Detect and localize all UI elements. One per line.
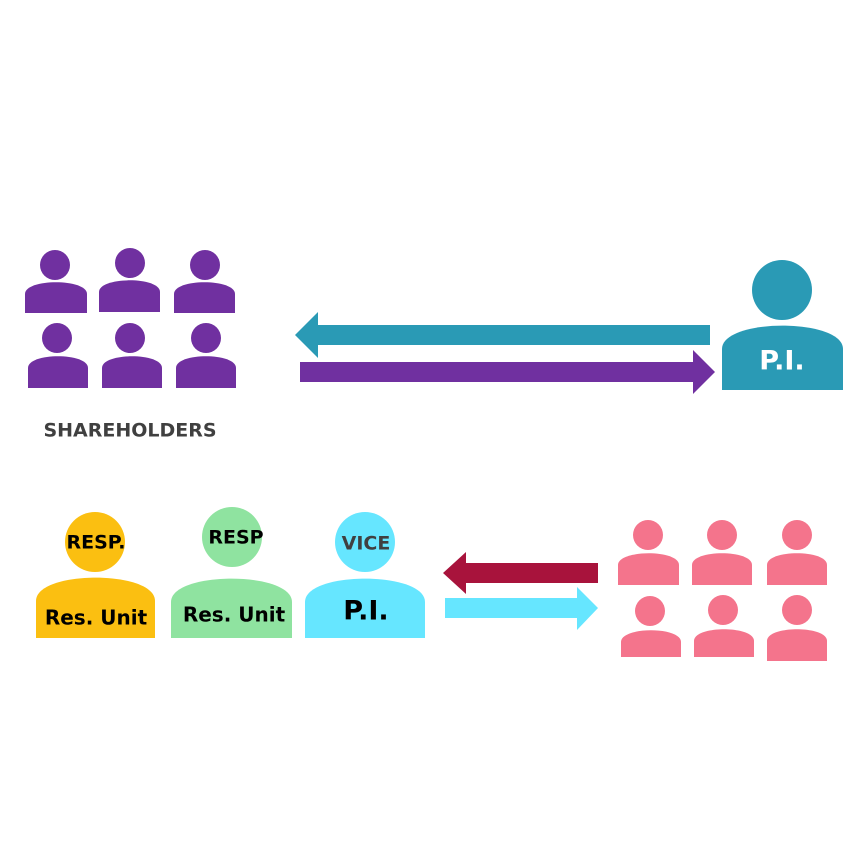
group-person-2 — [692, 520, 752, 585]
person-head — [42, 323, 72, 353]
team-0-body-label: Res. Unit — [45, 606, 148, 630]
person-head — [752, 260, 812, 320]
person-body — [767, 553, 827, 585]
arrow-right-to-pi — [300, 350, 715, 394]
person-head — [191, 323, 221, 353]
group-person-3 — [767, 520, 827, 585]
person-body — [174, 282, 235, 313]
person-body — [99, 280, 160, 312]
person-head — [782, 595, 812, 625]
person-body — [36, 577, 155, 638]
group-person-1 — [618, 520, 679, 585]
group-person-6 — [767, 595, 827, 661]
person-head — [635, 596, 665, 626]
person-body — [25, 282, 87, 313]
person-body — [102, 356, 162, 388]
person-head — [633, 520, 663, 550]
arrow-left-to-shareholders — [295, 312, 710, 358]
person-body — [767, 629, 827, 661]
person-head — [782, 520, 812, 550]
team-2-body-label: P.I. — [343, 596, 388, 627]
shareholder-person-6 — [176, 323, 236, 388]
shareholder-person-2 — [99, 248, 160, 312]
person-head — [707, 520, 737, 550]
person-head — [115, 248, 145, 278]
person-body — [28, 356, 88, 388]
person-body — [621, 630, 681, 657]
person-body — [694, 629, 754, 657]
team-1-body-label: Res. Unit — [183, 603, 286, 627]
shareholder-person-5 — [102, 323, 162, 388]
person-body — [618, 553, 679, 585]
person-head — [40, 250, 70, 280]
shareholder-person-3 — [174, 250, 235, 313]
person-head — [190, 250, 220, 280]
shareholder-person-4 — [28, 323, 88, 388]
person-head — [202, 507, 262, 567]
team-1-head-label: RESP — [208, 527, 263, 549]
team-person-resp-1 — [36, 512, 155, 638]
person-body — [171, 578, 292, 638]
person-head — [708, 595, 738, 625]
person-body — [176, 356, 236, 388]
team-person-vice-pi — [305, 512, 425, 638]
group-person-5 — [694, 595, 754, 657]
person-body — [722, 325, 843, 390]
team-0-head-label: RESP. — [67, 532, 126, 554]
shareholder-person-1 — [25, 250, 87, 313]
pi-person — [722, 260, 843, 390]
person-head — [115, 323, 145, 353]
person-head — [65, 512, 125, 572]
team-2-head-label: VICE — [342, 533, 391, 555]
arrow-right-to-group — [445, 587, 598, 630]
arrow-left-to-team — [443, 552, 598, 594]
person-body — [305, 578, 425, 638]
pi-label: P.I. — [759, 346, 804, 377]
person-head — [335, 512, 395, 572]
team-person-resp-2 — [171, 507, 292, 638]
group-person-4 — [621, 596, 681, 657]
person-body — [692, 553, 752, 585]
shareholders-label: SHAREHOLDERS — [43, 420, 216, 442]
